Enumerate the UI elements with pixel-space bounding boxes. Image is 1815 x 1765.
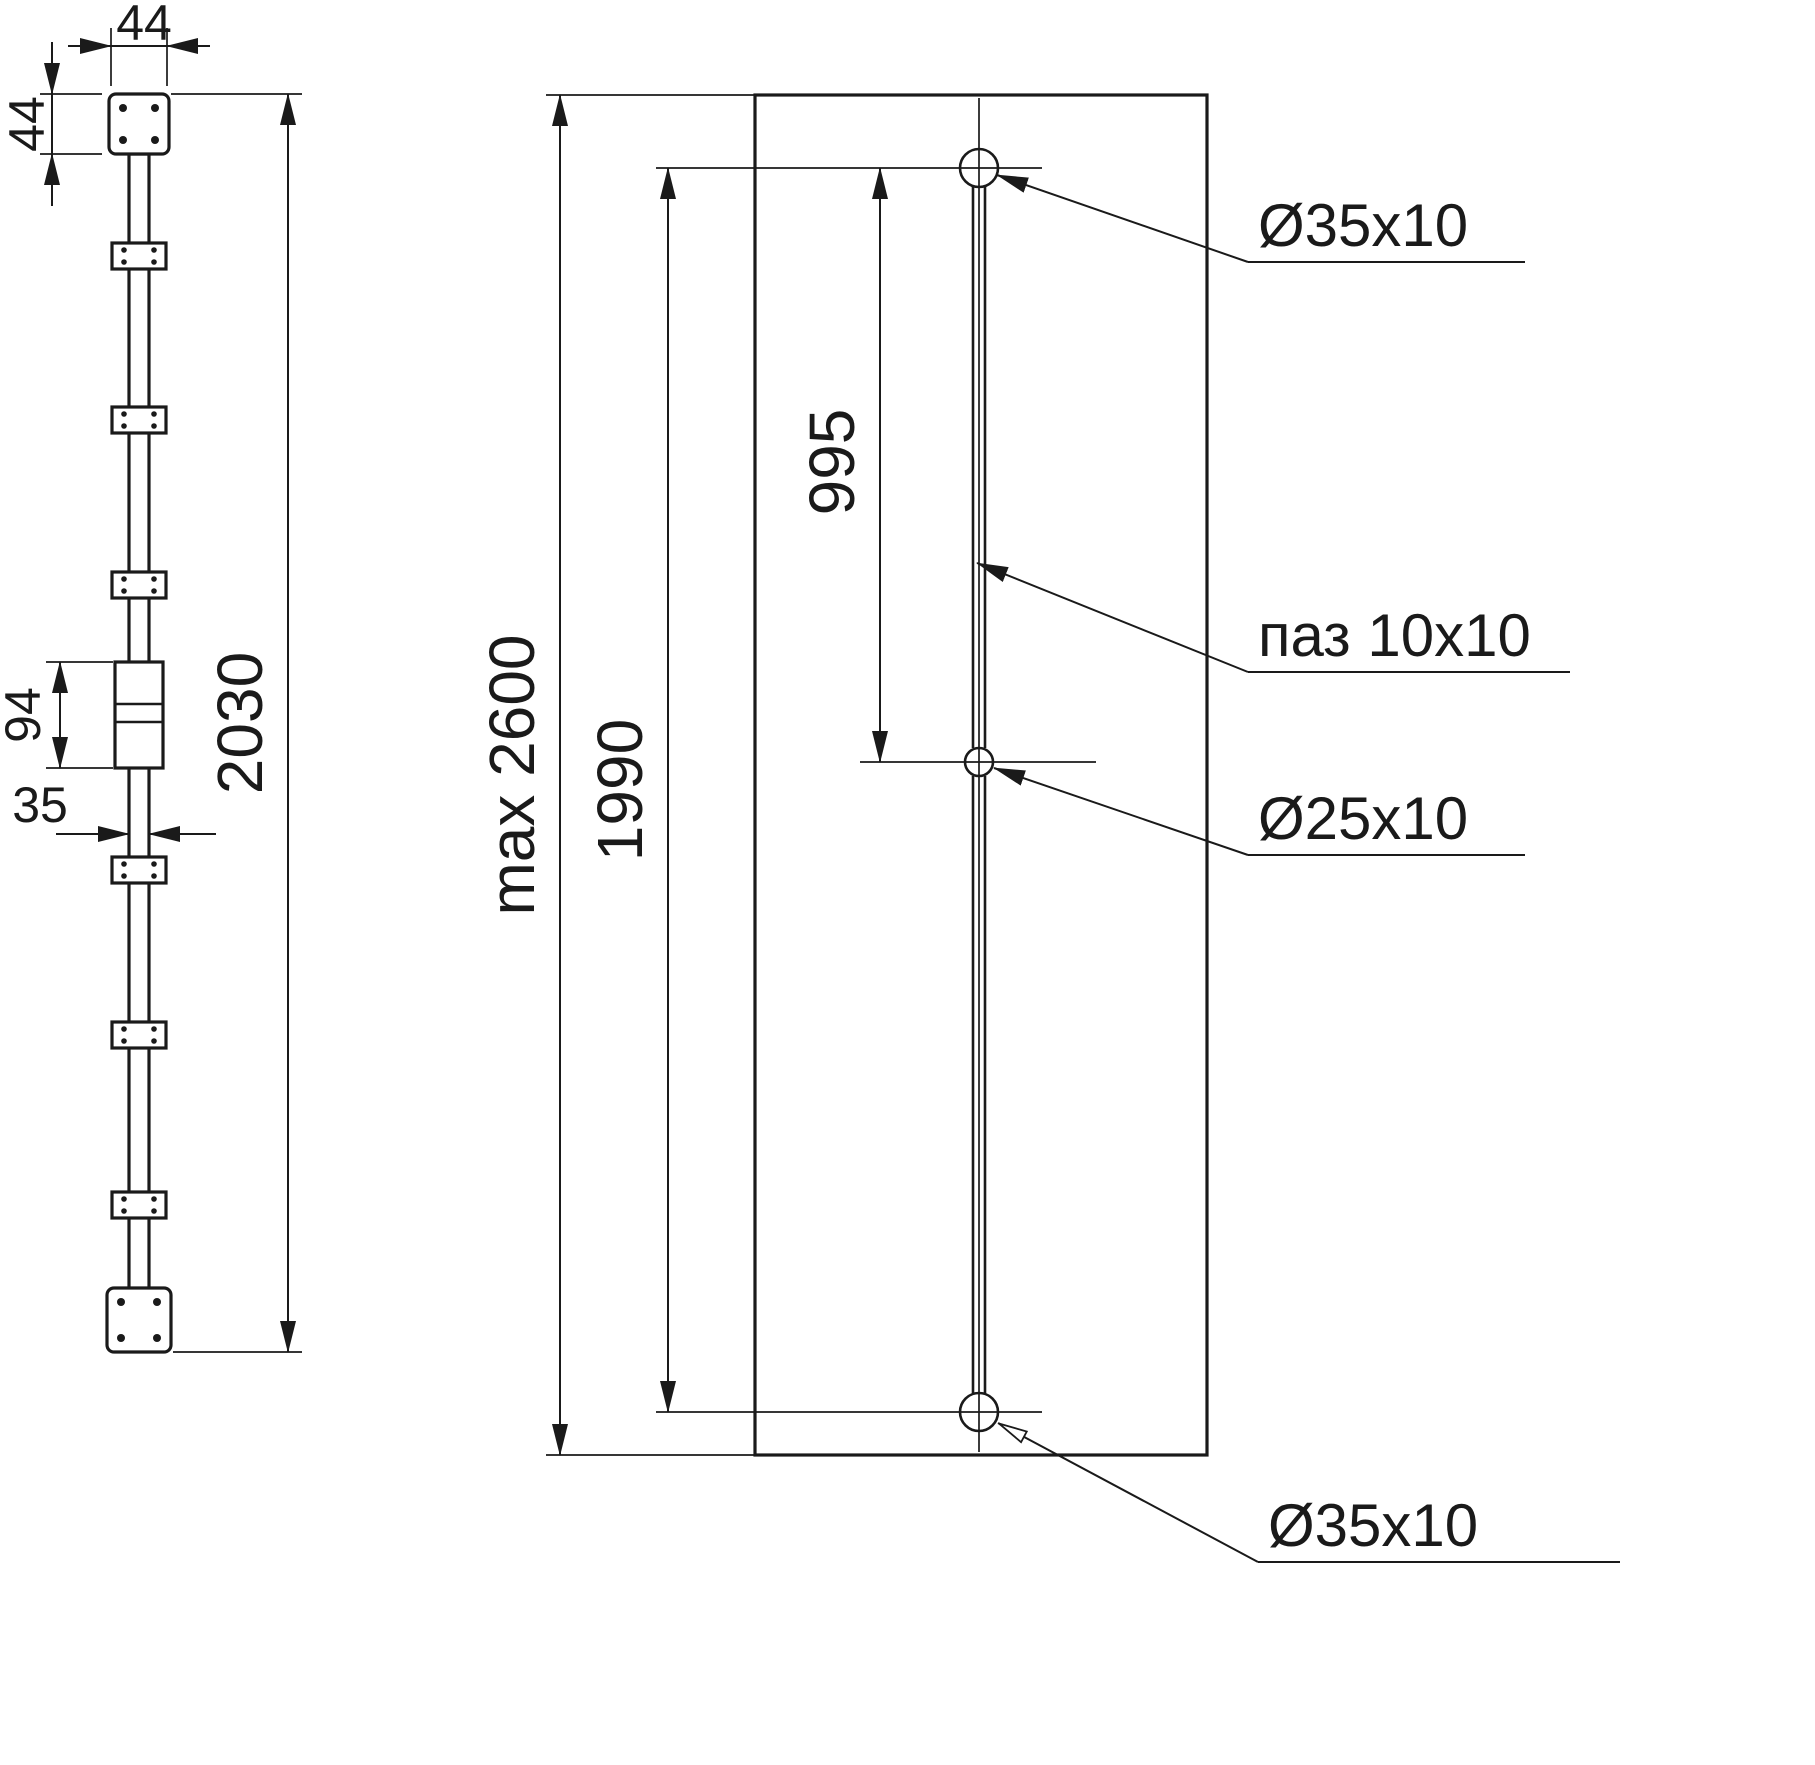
- flange-bolt-icon: [117, 1334, 125, 1342]
- callout-top-hole: Ø35x10: [996, 174, 1525, 263]
- callout-top-hole-label: Ø35x10: [1258, 192, 1468, 259]
- dim-flange-height: 44: [0, 42, 102, 206]
- leader-line: [976, 562, 1249, 673]
- callout-middle-hole: Ø25x10: [993, 767, 1525, 856]
- flange-bolt-icon: [119, 136, 127, 144]
- flange-bolt-icon: [117, 1298, 125, 1306]
- dim-flange-height-label: 44: [0, 96, 55, 152]
- dim-flange-width-label: 44: [116, 0, 172, 51]
- callout-middle-hole-label: Ø25x10: [1258, 785, 1468, 852]
- post-top-flange: [107, 92, 171, 156]
- callout-bottom-hole-label: Ø35x10: [1268, 1492, 1478, 1559]
- coupler-3: [110, 570, 168, 600]
- coupler-5: [110, 1020, 168, 1050]
- flange-bolt-icon: [119, 104, 127, 112]
- dim-max-length: max 2600: [476, 94, 755, 1456]
- leader-line: [996, 174, 1249, 263]
- dim-max-length-label: max 2600: [476, 634, 548, 915]
- callout-bottom-hole: Ø35x10: [997, 1422, 1620, 1563]
- dim-adjuster-height: 94: [0, 661, 113, 769]
- dim-adjuster-height-label: 94: [0, 687, 51, 743]
- leader-line: [997, 1422, 1259, 1563]
- dim-half-span: 995: [796, 167, 888, 763]
- post-bottom-flange: [105, 1286, 173, 1354]
- right-view: max 2600 1990 995 Ø35x10 паз 10x10: [476, 93, 1620, 1563]
- callout-groove: паз 10x10: [976, 562, 1570, 673]
- dim-groove-span: 1990: [584, 167, 676, 1413]
- coupler-2: [110, 405, 168, 435]
- flange-bolt-icon: [151, 136, 159, 144]
- panel-outline: [753, 93, 1209, 1457]
- dim-rod-width: 35: [12, 777, 216, 842]
- dim-groove-span-label: 1990: [584, 719, 656, 861]
- left-view: 44 44 2030 94 35: [0, 0, 302, 1354]
- dim-post-length: 2030: [171, 93, 302, 1353]
- coupler-1: [110, 241, 168, 271]
- flange-bolt-icon: [153, 1334, 161, 1342]
- flange-bolt-icon: [153, 1298, 161, 1306]
- flange-bolt-icon: [151, 104, 159, 112]
- leader-line: [993, 767, 1249, 856]
- dim-rod-width-label: 35: [12, 777, 68, 833]
- dim-half-span-label: 995: [796, 409, 868, 516]
- callout-groove-label: паз 10x10: [1258, 602, 1531, 669]
- coupler-4: [110, 855, 168, 885]
- adjuster-block: [113, 660, 165, 770]
- coupler-6: [110, 1190, 168, 1220]
- dim-post-length-label: 2030: [204, 652, 276, 794]
- dim-flange-width: 44: [68, 0, 210, 86]
